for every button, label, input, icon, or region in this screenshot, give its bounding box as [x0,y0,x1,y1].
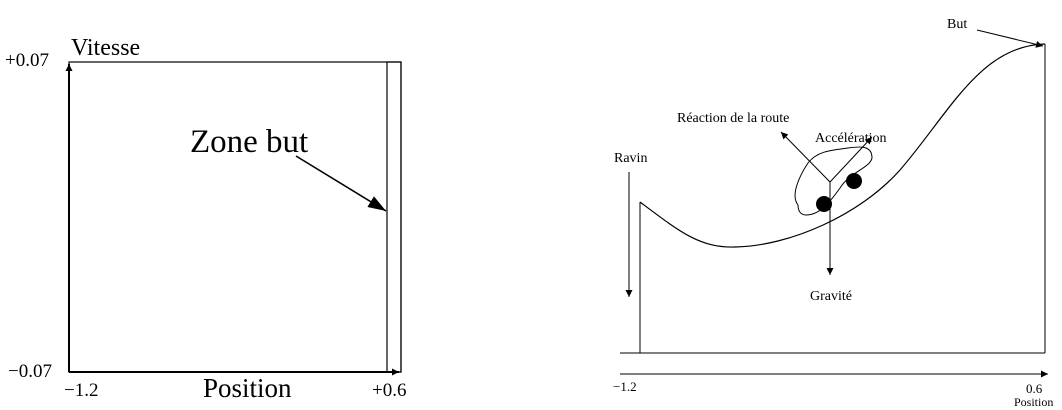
front-wheel [846,173,862,189]
x-min-label-right: −1.2 [613,379,637,394]
road-reaction-vector [780,131,831,183]
position-axis-label: Position [203,373,292,403]
state-space-box [68,61,402,373]
acceleration-vector [829,136,873,183]
car-body [794,146,873,216]
x-min-label: −1.2 [64,380,98,401]
x-max-label-right: 0.6 [1026,381,1043,396]
ravine-label: Ravin [614,151,647,166]
road-reaction-label: Réaction de la route [677,111,789,126]
x-max-label: +0.6 [372,380,406,401]
zone-but-label: Zone but [190,124,308,160]
rear-wheel [816,196,832,212]
goal-label: But [947,17,967,32]
position-label-right: Position [1014,395,1053,409]
goal-arrow [976,29,1044,48]
acceleration-label: Accélération [815,131,887,146]
velocity-axis-label: Vitesse [71,35,140,61]
y-min-label: −0.07 [8,361,52,382]
goal-zone-pointer [295,155,387,212]
hill-curve [639,43,1046,248]
mountain-car-diagram: But Ravin Réaction de la route Accélérat… [613,17,1053,409]
phase-space-diagram: Vitesse +0.07 −0.07 −1.2 Position +0.6 Z… [5,35,406,403]
gravity-label: Gravité [810,289,852,304]
y-max-label: +0.07 [5,50,49,71]
goal-zone [386,61,402,373]
